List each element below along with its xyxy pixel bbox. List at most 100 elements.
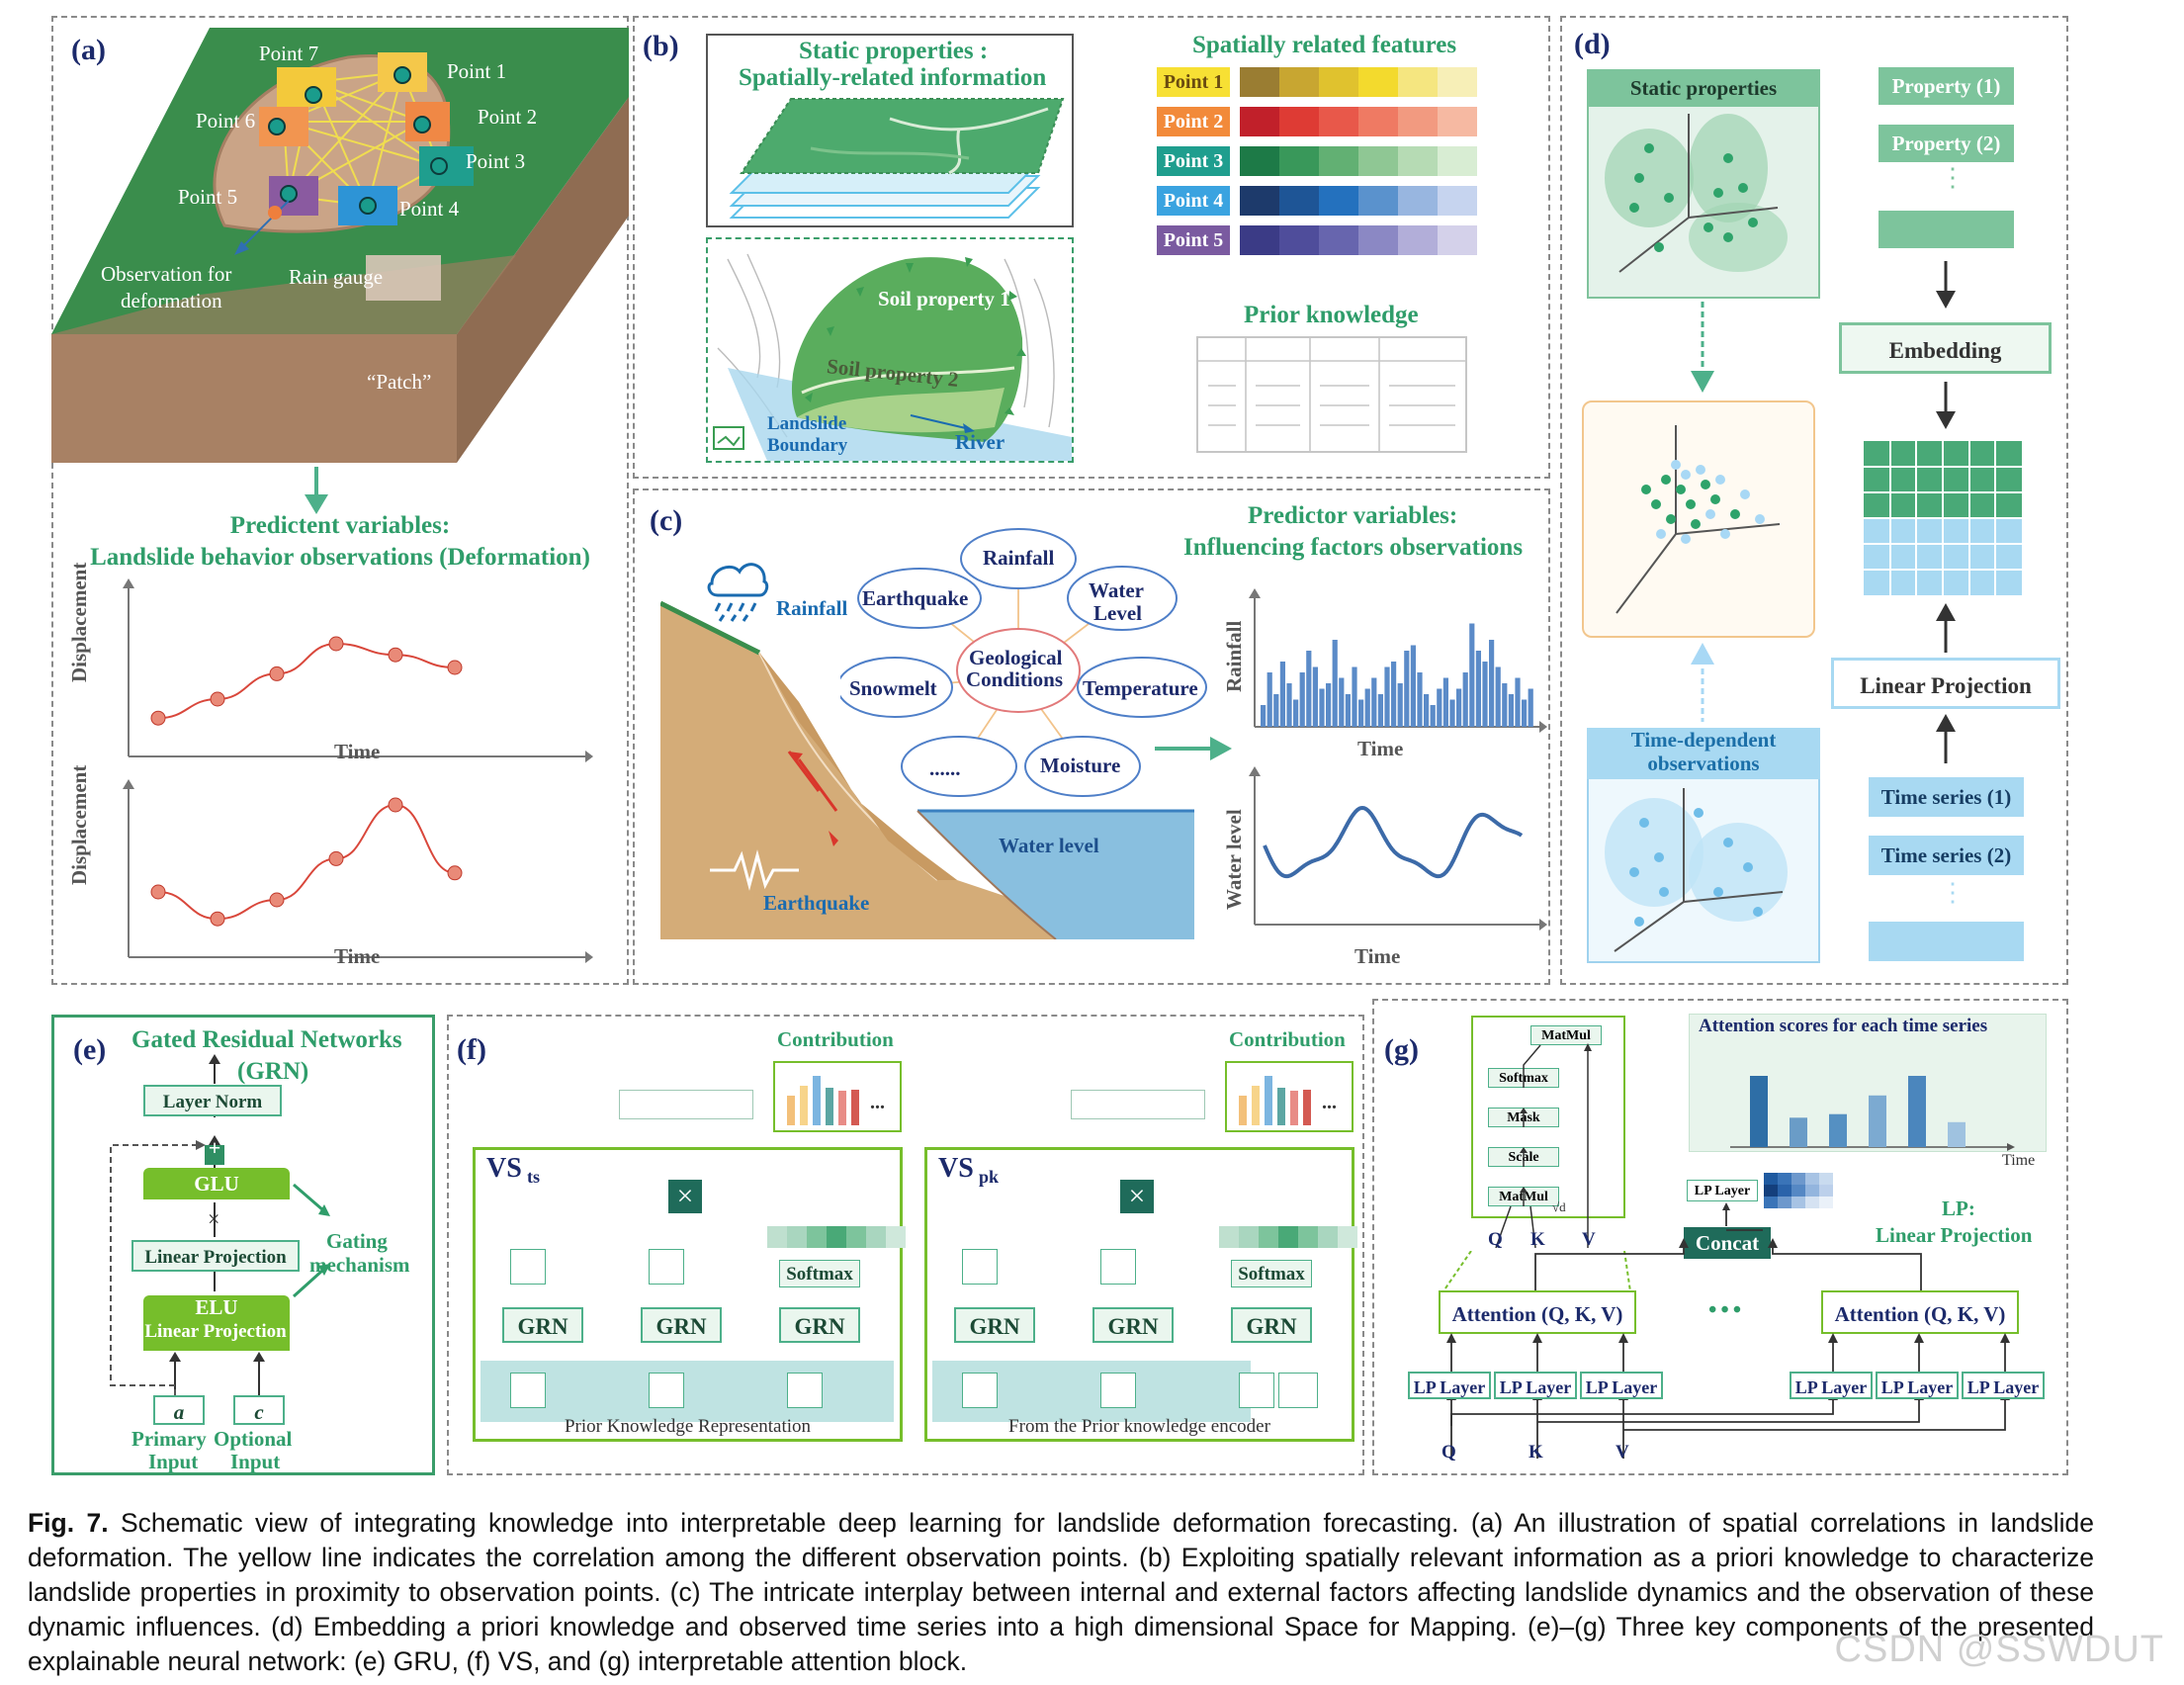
palette-swatch bbox=[1358, 107, 1398, 136]
palette-point-label: Point 3 bbox=[1157, 146, 1230, 176]
panel-b bbox=[633, 16, 1550, 479]
contribution-ellipsis: ... bbox=[1322, 1092, 1337, 1113]
rainfall-bar bbox=[1299, 672, 1305, 727]
elu-box bbox=[143, 1295, 290, 1351]
rainfall-bar bbox=[1502, 683, 1508, 727]
representation-band bbox=[480, 1361, 894, 1422]
panel-c bbox=[633, 488, 1550, 985]
rainfall-bar bbox=[1267, 672, 1272, 727]
plus-icon: + bbox=[208, 1135, 221, 1160]
rainfall-bar bbox=[1352, 666, 1357, 727]
rainfall-bar bbox=[1319, 688, 1325, 727]
down-arrow-a bbox=[305, 467, 328, 514]
property-n-box bbox=[1878, 211, 2014, 248]
time-dependent-title-2: observations bbox=[1647, 752, 1760, 775]
elu-label: ELU bbox=[195, 1295, 238, 1319]
panel-b-label: (b) bbox=[643, 30, 679, 62]
y-axis-arrow bbox=[123, 578, 134, 588]
rainfall-bar bbox=[1456, 688, 1462, 727]
glu-box: GLU bbox=[143, 1168, 290, 1199]
displacement-line bbox=[157, 642, 456, 720]
panel-e-label: (e) bbox=[73, 1033, 107, 1066]
time-scatter-3d bbox=[1605, 788, 1788, 952]
patch-label: “Patch” bbox=[367, 370, 432, 394]
node-snowmelt: Snowmelt bbox=[849, 676, 937, 700]
x-axis-arrow bbox=[585, 951, 593, 963]
z-lower-box bbox=[649, 1373, 684, 1408]
palette-swatch bbox=[1358, 186, 1398, 216]
attention-scores-title: Attention scores for each time series bbox=[1699, 1016, 1988, 1036]
attention-bar bbox=[1790, 1117, 1807, 1147]
point5-label: Point 5 bbox=[178, 185, 238, 209]
rainfall-bar bbox=[1371, 677, 1377, 727]
displacement-line bbox=[157, 803, 456, 921]
z-lower-box bbox=[962, 1373, 998, 1408]
rainfall-bar bbox=[1339, 677, 1345, 727]
palette-swatch bbox=[1319, 186, 1358, 216]
palette-swatch bbox=[1438, 107, 1477, 136]
contribution-bar bbox=[800, 1086, 808, 1125]
rainfall-bar bbox=[1293, 699, 1299, 727]
point2-label: Point 2 bbox=[478, 105, 538, 129]
caption-fig-label: Fig. 7. bbox=[28, 1508, 109, 1538]
linear-projection-box: Linear Projection bbox=[1831, 658, 2060, 709]
vs-title: VS bbox=[938, 1153, 974, 1184]
weight-cell bbox=[1298, 1226, 1318, 1248]
palette-swatch bbox=[1398, 67, 1438, 97]
attention-stack-box bbox=[1471, 1016, 1625, 1218]
attention-bar bbox=[1908, 1076, 1926, 1147]
soil-property-1: Soil property 1 bbox=[878, 287, 1010, 310]
x-axis-arrow bbox=[1539, 919, 1547, 931]
layer-norm-box: Layer Norm bbox=[143, 1085, 282, 1116]
primary-input-1: Primary bbox=[131, 1427, 207, 1451]
vs-footer: Prior Knowledge Representation bbox=[564, 1416, 812, 1437]
x-axis-arrow bbox=[585, 751, 593, 762]
palette-point-label: Point 4 bbox=[1157, 186, 1230, 216]
property-2-box: Property (2) bbox=[1878, 125, 2014, 162]
grn-box: GRN bbox=[1092, 1307, 1174, 1343]
static-title-2: Spatially-related information bbox=[739, 64, 1047, 91]
vs-frame bbox=[473, 1147, 903, 1442]
attention-dots: ••• bbox=[1708, 1297, 1746, 1323]
attention-bar bbox=[1948, 1121, 1966, 1147]
layer-stack-illustration bbox=[729, 98, 1065, 219]
time-series-n-box bbox=[1869, 922, 2024, 961]
rainfall-side-label: Rainfall bbox=[776, 596, 848, 620]
lp-layer-box: LP Layer bbox=[1494, 1372, 1577, 1399]
water-level-ylabel: Water level bbox=[1222, 809, 1246, 910]
time-xlabel-2: Time bbox=[334, 944, 381, 968]
z-upper-box bbox=[962, 1249, 998, 1285]
grn-title-1: Gated Residual Networks bbox=[131, 1026, 402, 1053]
displacement-point bbox=[150, 884, 166, 900]
lp-layer-small-box: LP Layer bbox=[1687, 1180, 1758, 1201]
node-moisture: Moisture bbox=[1040, 754, 1121, 777]
landslide-boundary-1: Landslide bbox=[767, 413, 847, 434]
linear-projection-2-label: Linear Projection bbox=[144, 1321, 287, 1342]
z-upper-box bbox=[1100, 1249, 1136, 1285]
input-a-box: a bbox=[153, 1395, 205, 1425]
z-upper-box bbox=[649, 1249, 684, 1285]
palette-swatch bbox=[1319, 225, 1358, 255]
earthquake-side-label: Earthquake bbox=[763, 891, 870, 915]
rainfall-bar bbox=[1384, 666, 1390, 727]
embedding-space-box bbox=[1582, 400, 1815, 638]
contribution-bar bbox=[1303, 1090, 1311, 1125]
weight-cell bbox=[827, 1226, 846, 1248]
displacement-point bbox=[328, 636, 344, 652]
z-upper-box bbox=[510, 1249, 546, 1285]
contribution-bar bbox=[826, 1088, 833, 1125]
q-label-bottom: Q bbox=[1441, 1442, 1456, 1463]
rainfall-bar bbox=[1515, 677, 1521, 727]
palette-swatch bbox=[1240, 225, 1279, 255]
weight-cell bbox=[1219, 1226, 1239, 1248]
palette-swatch bbox=[1398, 225, 1438, 255]
gating-label-1: Gating bbox=[326, 1229, 388, 1253]
vs-subscript: ts bbox=[527, 1167, 540, 1187]
landslide-block-illustration bbox=[51, 28, 629, 463]
contribution-bar bbox=[1239, 1096, 1247, 1125]
static-scatter-3d bbox=[1605, 114, 1788, 273]
displacement-point bbox=[269, 892, 285, 908]
panel-f-label: (f) bbox=[457, 1033, 486, 1066]
rainfall-bar bbox=[1306, 651, 1312, 727]
water-level-label: Water level bbox=[999, 834, 1099, 857]
